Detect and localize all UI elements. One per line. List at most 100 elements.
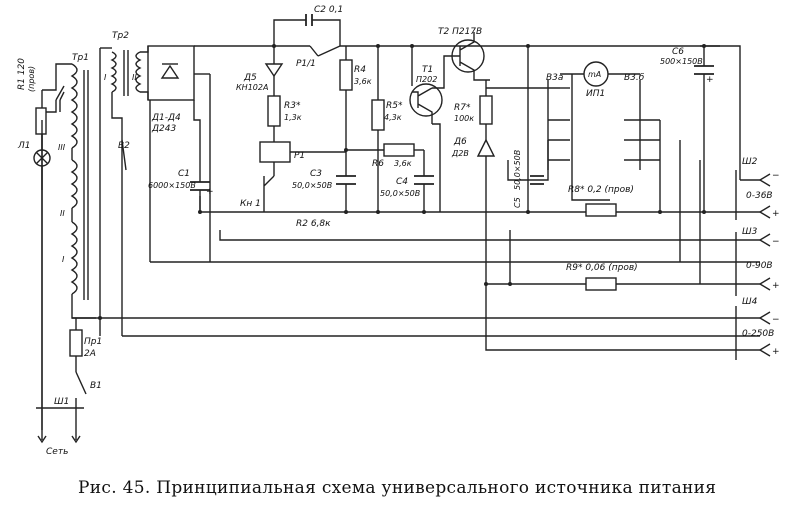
label-r6: R6 [372,159,384,169]
label-c3: С3 [310,169,322,179]
resistor-r3 [267,95,281,127]
label-diodes-type: Д243 [151,124,176,134]
label-r6-val: 3,6к [394,159,412,168]
label-c4: С4 [396,177,408,187]
label-r4: R4 [354,65,366,75]
label-out3-plus: + [772,347,780,357]
label-tr2-w1: I [104,73,107,82]
resistor-r1 [35,107,47,135]
outputs [735,170,771,360]
tr1-winding-iii [70,63,78,149]
label-c1-val: 6000×150В [148,181,196,190]
label-c1: С1 [178,169,190,179]
regulator-section [259,14,560,212]
label-tr1: Тр1 [72,53,89,63]
resistor-r5 [371,99,385,131]
label-pr1-val: 2А [84,349,96,359]
label-b3a: В3а [546,73,563,83]
rectifier-section [99,45,210,336]
bus-lines [72,45,760,351]
label-t1: Т1 [422,65,433,75]
label-d6: Д6 [453,137,467,147]
label-tr1-w2: II [60,209,65,218]
tr2-winding-ii [135,51,142,93]
label-r7: R7* [454,103,471,113]
label-range2: 0-90В [746,261,773,271]
label-r1: R1 120 [17,58,27,90]
label-b1: В1 [90,381,102,391]
output-2-minus[interactable] [759,233,771,247]
label-sh1: Ш1 [54,397,69,407]
label-sh2: Ш2 [742,157,758,167]
label-c5: С5 [513,197,522,208]
label-b2: В2 [118,141,130,151]
label-out1-plus: + [772,209,780,219]
label-c2: С2 0,1 [314,5,343,15]
transistor-t1 [409,83,443,117]
label-out2-plus: + [772,281,780,291]
junctions [98,44,706,320]
label-r5: R5* [386,101,403,111]
label-tr1-w1: I [62,255,65,264]
resistor-r9 [585,277,617,291]
diode-bridge [147,45,195,101]
switch-b1[interactable] [75,371,87,395]
label-mains: Сеть [46,447,68,457]
label-tr2: Тр2 [112,31,129,41]
label-sh4: Ш4 [742,297,758,307]
label-c6-plus: + [706,75,714,85]
fuse-pr1 [69,329,83,357]
output-2-plus[interactable] [759,277,771,291]
label-tr2-w2: II [132,73,137,82]
label-d5: Д5 [243,73,257,83]
switch-v3-section [507,45,741,291]
label-d6-type: Д2В [451,149,469,158]
label-r8: R8* 0,2 (пров) [568,185,634,195]
capacitor-c1 [190,181,210,212]
label-r9: R9* 0,06 (пров) [566,263,638,273]
label-range3: 0-250В [742,329,774,339]
relay-p1 [259,141,291,163]
label-out3-minus: − [772,315,780,325]
button-kn1[interactable] [263,175,275,196]
output-3-minus[interactable] [759,311,771,325]
output-1-minus[interactable] [759,173,771,187]
switch-b2[interactable] [121,139,127,171]
tr1-winding-ii [70,159,78,209]
label-c5-val: 50,0×50В [513,150,522,190]
labels: R1 120 (пров) Л1 Тр1 III II I Тр2 I II Д… [17,5,780,457]
output-1-plus[interactable] [759,205,771,219]
label-sh3: Ш3 [742,227,758,237]
label-meter: mA [588,70,601,79]
tr2-winding-i [110,51,117,93]
label-l1: Л1 [17,141,31,151]
diode-d6 [476,138,496,157]
output-3-plus[interactable] [759,343,771,357]
figure-caption: Рис. 45. Принципиальная схема универсаль… [78,478,717,498]
label-r2: R2 6,8к [296,219,331,229]
label-ip1: ИП1 [586,89,605,99]
resistor-r8 [585,203,617,217]
label-out2-minus: − [772,237,780,247]
label-b3b: В3.б [624,73,645,83]
label-c6: С6 [672,47,684,57]
label-kn1: Кн 1 [240,199,261,209]
label-r3: R3* [284,101,301,111]
label-t1-type: П202 [416,75,437,84]
label-range1: 0-36В [746,191,773,201]
label-out1-minus: − [772,171,780,181]
diode-d5 [264,63,284,78]
label-r3-val: 1,3к [284,113,302,122]
resistor-r4 [339,59,353,91]
label-diodes: Д1-Д4 [151,113,181,123]
label-tr1-w3: III [58,143,66,152]
label-c1-plus: + [206,187,214,197]
label-d5-type: КН102А [236,83,268,92]
label-p1: Р1 [294,151,305,161]
label-p11: Р1/1 [296,59,316,69]
label-c6-val: 500×150В [660,57,703,66]
resistor-r6 [383,143,415,157]
tr1-winding-i [70,221,78,295]
